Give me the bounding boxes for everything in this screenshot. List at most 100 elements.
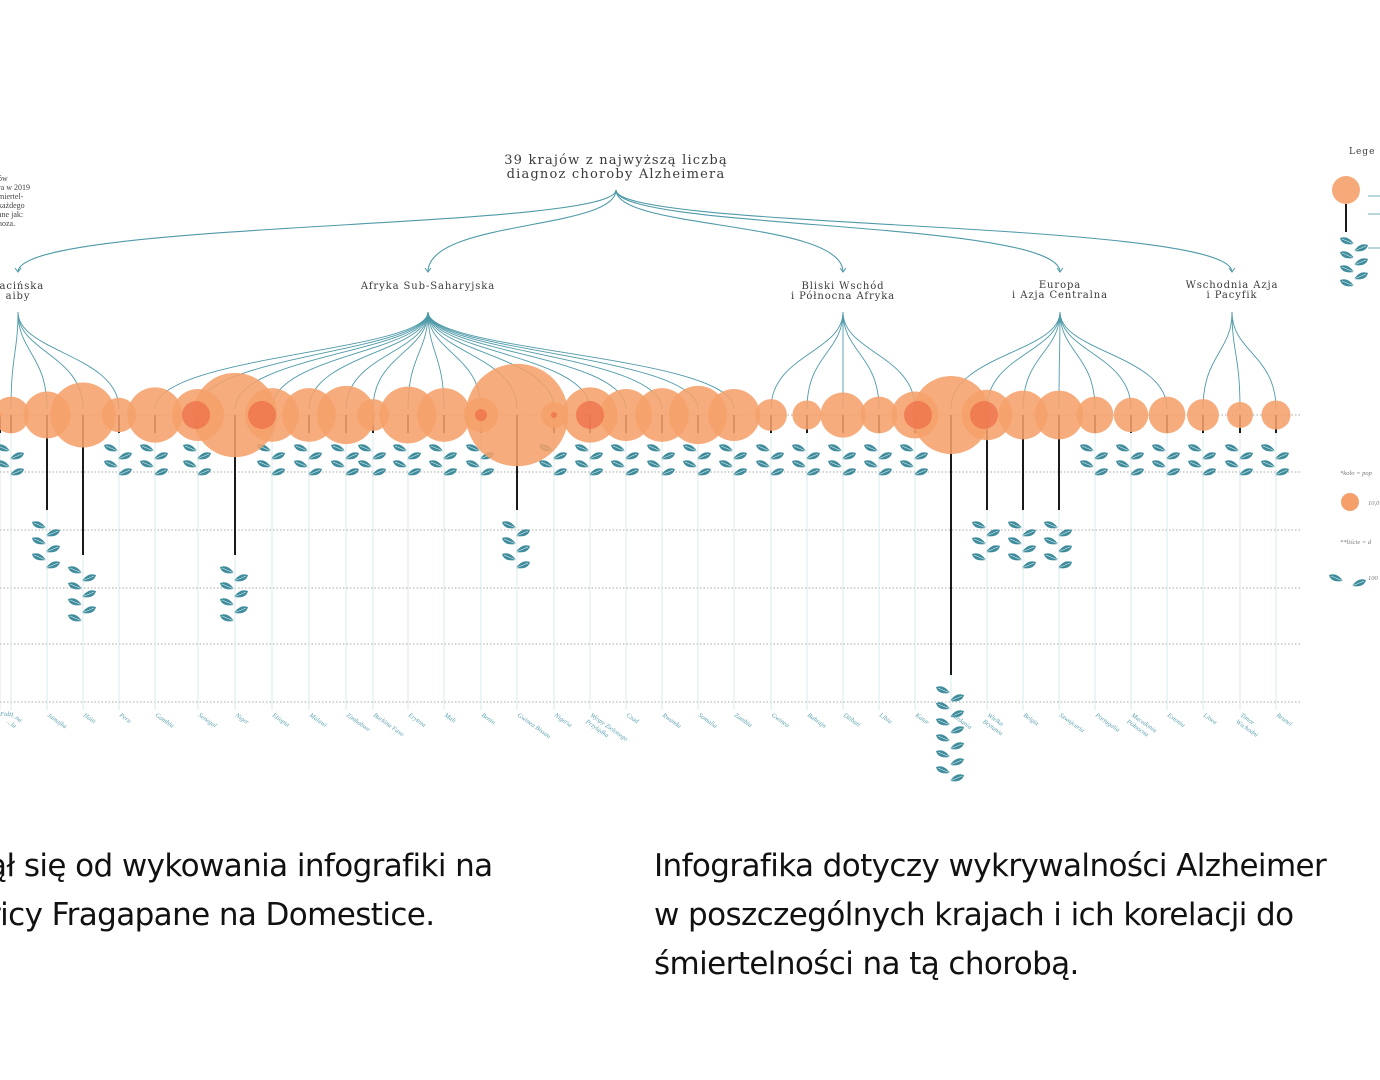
leaf-vein [371,453,385,460]
leaf-vein [1057,530,1071,537]
country-label-line: Belgia [1022,712,1040,727]
leaf-vein [0,462,11,468]
leaf-vein [196,469,210,476]
leaf-cluster [358,444,386,476]
leaf-vein [233,607,247,614]
diagnosis-circle [0,396,30,434]
leaf-vein [1009,538,1023,545]
leaf-vein [805,469,819,476]
country-label-line: Etiopia [270,711,291,728]
leaf-icon [0,444,10,452]
intro-note-line: ra w 2019 [0,183,30,192]
legend-value-leaf: 100 [1368,575,1379,582]
leaf-vein [865,461,879,468]
country-branch [842,311,880,410]
country-label: Portugalia [1093,711,1121,733]
diagnosis-circle [127,387,183,443]
diagnosis-circle [1148,396,1186,434]
leaf-cluster [828,444,856,476]
leaf-vein [973,538,987,545]
leaf-vein [648,461,662,468]
leaf-vein [45,530,59,537]
leaf-vein [877,453,891,460]
country-label: Zambia [733,712,753,729]
leaf-vein [406,469,420,476]
branch-arrow [14,267,22,273]
leaf-vein [503,522,517,529]
leaf-vein [503,538,517,545]
overlap-circle [475,409,487,421]
diagnosis-circle [792,400,822,430]
leaf-vein [81,591,95,598]
leaf-vein [1351,580,1365,587]
leaf-vein [1045,522,1059,529]
country-label: Somalia [697,712,718,730]
country-label-line: Brunei [1275,712,1294,728]
leaf-vein [985,546,999,553]
country-label-line: Dżibuti [841,711,862,728]
leaf-vein [1153,461,1167,468]
leaf-vein [684,445,698,452]
country-label-line: Libia [877,711,893,725]
country-branch [427,311,735,410]
diagnosis-circle [860,396,898,434]
leaf-vein [1238,453,1252,460]
country-label: Czad [625,712,641,726]
leaf-cluster [683,444,711,476]
region-label-line: i Azja Centralna [1012,290,1108,301]
overlap-circle [248,401,276,429]
leaf-vein [117,453,131,460]
country-label-line: Zambia [733,712,753,729]
country-label-line: Burkina Faso [372,712,406,739]
leaf-vein [1057,562,1071,569]
leaf-vein [1165,469,1179,476]
leaf-vein [901,445,915,452]
country-label: Nigeria [552,711,573,729]
leaf-clusters [0,444,1289,782]
country-label-line: Gambia [154,712,175,730]
leaf-vein [295,445,309,452]
leaf-vein [1274,469,1288,476]
leaf-cluster [864,444,892,476]
leaf-vein [221,567,235,574]
leaf-cluster [575,444,603,476]
leaf-vein [515,546,529,553]
overlap-circle [551,412,557,418]
country-branch [806,311,844,410]
overlap-circle [904,401,932,429]
leaf-vein [901,461,915,468]
leaf-vein [33,538,47,545]
country-label-line: Zimbabwe [345,712,371,733]
country-label: Bahrajn [806,712,827,730]
leaf-vein [69,599,83,606]
country-label: Wyspy ZielonegoPrzylądka [583,711,629,750]
country-branch [1059,311,1096,410]
country-label: Zimbabwe [345,712,371,733]
region-branch [615,189,1061,273]
country-label: Haiti [81,711,97,725]
intro-note-line: ów [0,174,8,183]
leaf-vein [732,469,746,476]
leaf-vein [757,445,771,452]
intro-note-line: noza. [0,219,15,228]
leaf-vein [69,567,83,574]
country-branch [427,311,627,410]
legend-value-circle: 10,0 [1368,500,1380,507]
country-label: Rwanda [660,711,682,730]
country-label: Litwa [1201,711,1218,726]
leaf-cluster [900,444,928,476]
leaf-vein [1189,461,1203,468]
branch-arrow [839,267,847,273]
leaf-vein [1021,562,1035,569]
region-label-line: i Północna Afryka [791,291,895,302]
leaf-vein [1353,259,1367,266]
leaf-vein [696,469,710,476]
country-label: Belgia [1022,712,1040,727]
country-branch [17,311,120,410]
country-label-line: Portugalia [1093,711,1121,733]
caption-left-line: ricy Fragapane na Domestice. [0,897,435,933]
leaf-cluster [1080,444,1108,476]
